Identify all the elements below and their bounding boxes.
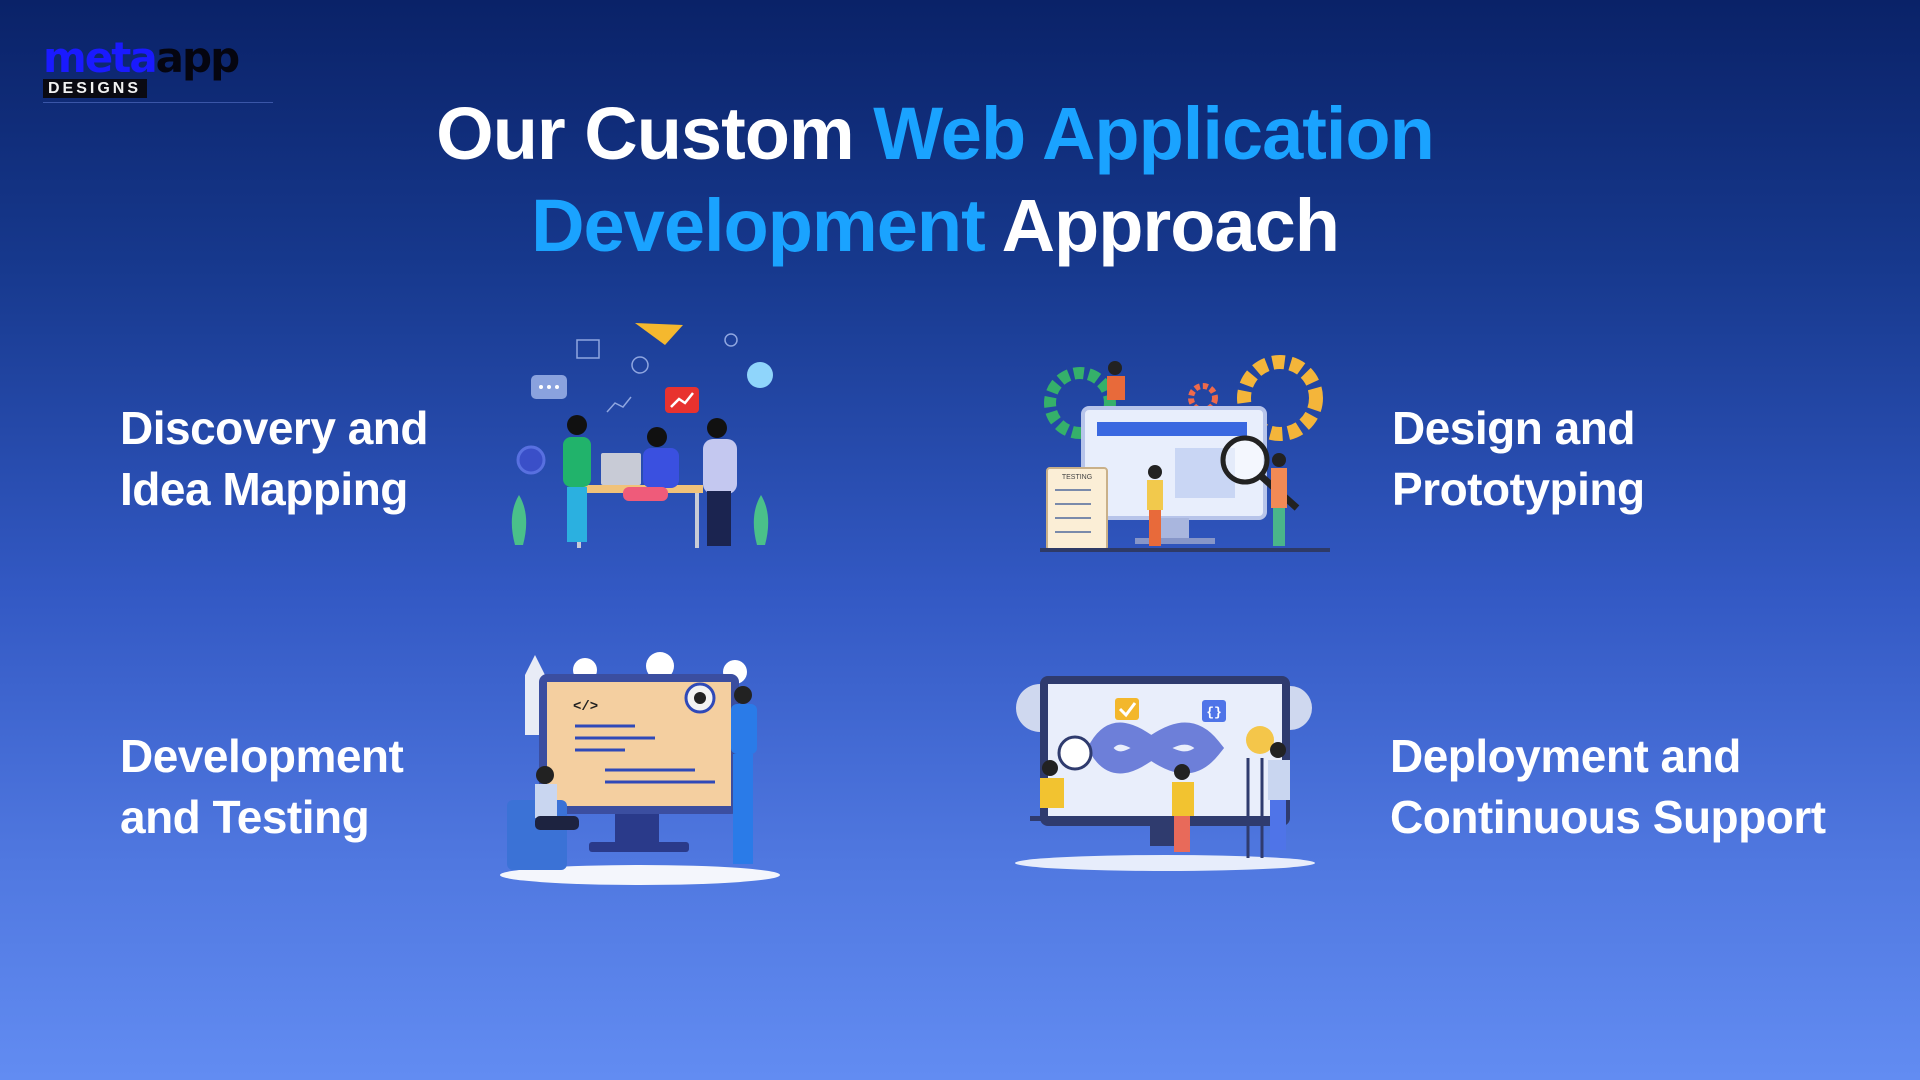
development-testing-illustration: </> [500,652,780,885]
search-icon [724,333,738,347]
logo-tagline: DESIGNS [43,79,148,98]
person [623,487,668,501]
person [731,704,757,754]
design-prototyping-illustration: TESTING [1040,355,1330,552]
discovery-team-illustration [511,323,773,548]
step-label-line: Design and [1392,402,1635,454]
person [1172,782,1194,816]
step-label-line: and Testing [120,791,370,843]
infinity-icon [1087,722,1225,774]
title-line2-accent: Development [531,184,986,267]
title-line2-white: Approach [1001,184,1340,267]
monitor [601,453,641,485]
lightbulb-icon [1246,726,1274,754]
paper-plane-icon [635,323,683,345]
person [1107,376,1125,400]
floor [500,865,780,885]
plant [511,495,527,545]
brand-logo: metaapp DESIGNS [43,37,273,104]
magnifier-icon [1220,435,1270,485]
step-development-label: Development and Testing [120,726,404,848]
clock-icon [1057,735,1093,771]
step-label-line: Deployment and [1390,730,1741,782]
step-label-line: Prototyping [1392,463,1645,515]
globe-icon [631,356,649,374]
plant [753,495,769,545]
gear-icon [1044,367,1116,439]
person [1040,778,1064,808]
title-line1-accent: Web Application [873,92,1435,175]
person [1268,760,1290,800]
title-line1-white: Our Custom [436,92,855,175]
deployment-support-illustration: {} [1015,676,1315,871]
lightbulb-icon [747,362,773,388]
gear-icon [1237,355,1323,441]
code-tag-icon: </> [573,699,598,715]
person [1271,468,1287,508]
person [567,487,587,542]
page-title: Our Custom Web Application Development A… [0,88,1870,272]
step-label-line: Idea Mapping [120,463,408,515]
logo-divider [43,102,273,103]
logo-text-app: app [155,33,240,82]
chart-icon [606,396,632,413]
card-icon [576,339,600,359]
step-label-line: Discovery and [120,402,428,454]
code-braces-icon: {} [1206,705,1222,720]
person [1147,480,1163,510]
person [535,784,557,818]
person [707,491,731,546]
logo-text-meta: meta [43,33,158,82]
step-label-line: Continuous Support [1390,791,1826,843]
clock-icon [516,445,546,475]
step-label-line: Development [120,730,404,782]
checkmark-icon [1115,698,1139,720]
testing-board-label: TESTING [1062,474,1092,481]
